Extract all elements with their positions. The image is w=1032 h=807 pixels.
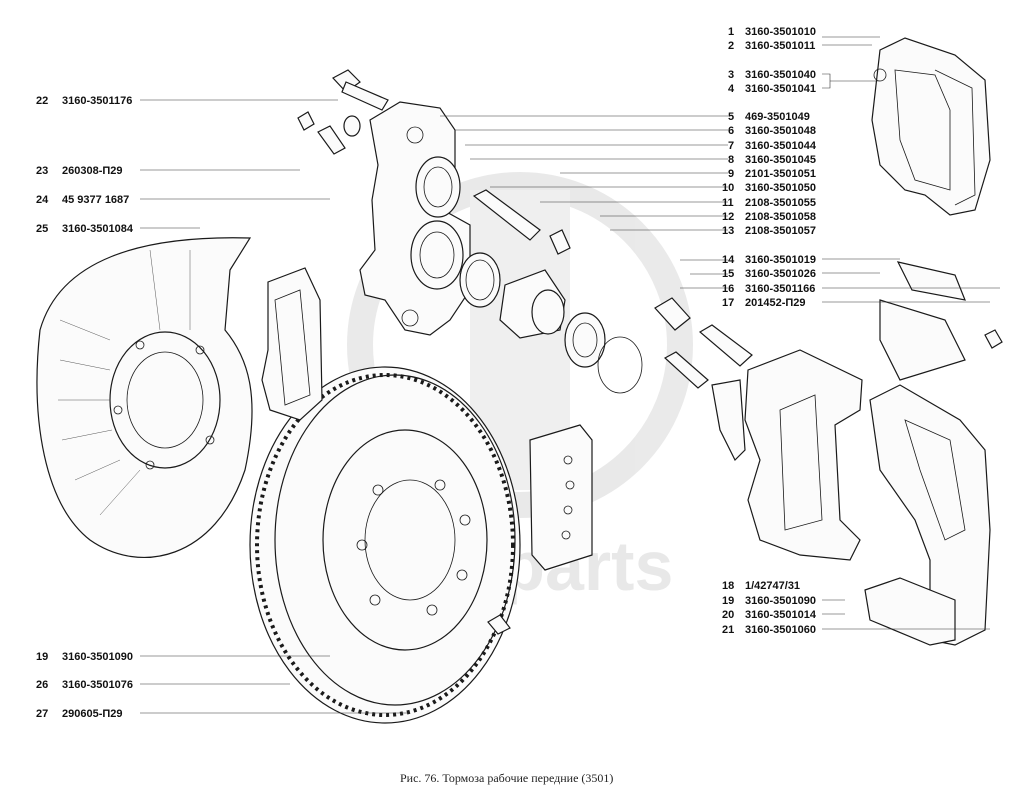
callout-code: 45 9377 1687 xyxy=(62,194,129,206)
callout-code: 290605-П29 xyxy=(62,708,123,720)
callout-code: 3160-3501084 xyxy=(62,223,134,235)
callout-code: 3160-3501050 xyxy=(745,182,816,194)
callout-num: 10 xyxy=(722,182,734,194)
callout-num: 17 xyxy=(722,297,734,309)
callout-code: 2108-3501058 xyxy=(745,211,816,223)
callout-num: 5 xyxy=(728,111,734,123)
callout-num: 13 xyxy=(722,225,734,237)
callout-num: 24 xyxy=(36,194,49,206)
callout-num: 25 xyxy=(36,223,48,235)
callout-num: 26 xyxy=(36,679,48,691)
callout-num: 12 xyxy=(722,211,734,223)
bleeder-screw xyxy=(297,111,361,155)
callout-code: 2108-3501055 xyxy=(745,197,816,209)
callout-code: 3160-3501044 xyxy=(745,140,817,152)
callout-code: 3160-3501014 xyxy=(745,609,817,621)
callout-num: 19 xyxy=(722,595,734,607)
guide-bushing xyxy=(654,297,753,389)
caliper-body xyxy=(359,101,471,336)
callout-num: 7 xyxy=(728,140,734,152)
callouts-right: 1 3160-3501010 2 3160-3501011 3 3160-350… xyxy=(722,26,817,636)
disc-screw xyxy=(487,614,511,635)
callout-num: 27 xyxy=(36,708,48,720)
callout-code: 469-3501049 xyxy=(745,111,810,123)
figure-caption: Рис. 76. Тормоза рабочие передние (3501) xyxy=(400,771,613,785)
callout-num: 23 xyxy=(36,165,48,177)
callout-code: 3160-3501026 xyxy=(745,268,816,280)
anti-rattle-spring xyxy=(879,261,1003,381)
outer-brake-pad xyxy=(529,424,593,571)
inner-brake-pad xyxy=(261,267,323,421)
callout-code: 3160-3501010 xyxy=(745,26,816,38)
assembled-caliper-inset xyxy=(871,37,991,216)
callout-num: 2 xyxy=(728,40,734,52)
callout-num: 1 xyxy=(728,26,734,38)
callout-code: 3160-3501076 xyxy=(62,679,133,691)
callout-code: 3160-3501019 xyxy=(745,254,816,266)
callout-num: 19 xyxy=(36,651,48,663)
callout-num: 15 xyxy=(722,268,734,280)
callout-num: 4 xyxy=(728,83,735,95)
callout-num: 6 xyxy=(728,125,734,137)
callout-code: 2108-3501057 xyxy=(745,225,816,237)
caliper-housing xyxy=(864,384,991,646)
callout-code: 3160-3501060 xyxy=(745,624,816,636)
callout-num: 16 xyxy=(722,283,734,295)
callout-num: 20 xyxy=(722,609,734,621)
caliper-bolt xyxy=(332,69,389,111)
callout-code: 3160-3501011 xyxy=(745,40,815,52)
piston-seal xyxy=(459,252,501,308)
callout-code: 3160-3501045 xyxy=(745,154,816,166)
callout-num: 8 xyxy=(728,154,734,166)
callout-num: 14 xyxy=(722,254,735,266)
callout-code: 3160-3501090 xyxy=(62,651,133,663)
callout-code: 3160-3501176 xyxy=(62,95,132,107)
piston-boot xyxy=(564,312,606,368)
callout-num: 22 xyxy=(36,95,48,107)
callout-num: 18 xyxy=(722,580,734,592)
callout-code: 3160-3501090 xyxy=(745,595,816,607)
retaining-ring xyxy=(597,336,643,394)
piston xyxy=(499,269,566,339)
callout-num: 3 xyxy=(728,69,734,81)
guide-pin xyxy=(472,189,571,255)
callout-code: 3160-3501041 xyxy=(745,83,816,95)
caliper-bracket xyxy=(711,349,863,561)
callout-code: 3160-3501048 xyxy=(745,125,816,137)
callout-code: 260308-П29 xyxy=(62,165,123,177)
callout-code: 1/42747/31 xyxy=(745,580,800,592)
leader-lines xyxy=(140,36,1000,714)
callout-code: 3160-3501166 xyxy=(745,283,815,295)
callout-num: 11 xyxy=(722,197,734,209)
callout-num: 9 xyxy=(728,168,734,180)
callout-code: 3160-3501040 xyxy=(745,69,816,81)
callouts-left: 22 3160-3501176 23 260308-П29 24 45 9377… xyxy=(36,95,134,720)
dust-shield xyxy=(36,237,253,559)
callout-code: 201452-П29 xyxy=(745,297,806,309)
callout-code: 2101-3501051 xyxy=(745,168,816,180)
brake-disc xyxy=(249,366,521,724)
callout-num: 21 xyxy=(722,624,734,636)
